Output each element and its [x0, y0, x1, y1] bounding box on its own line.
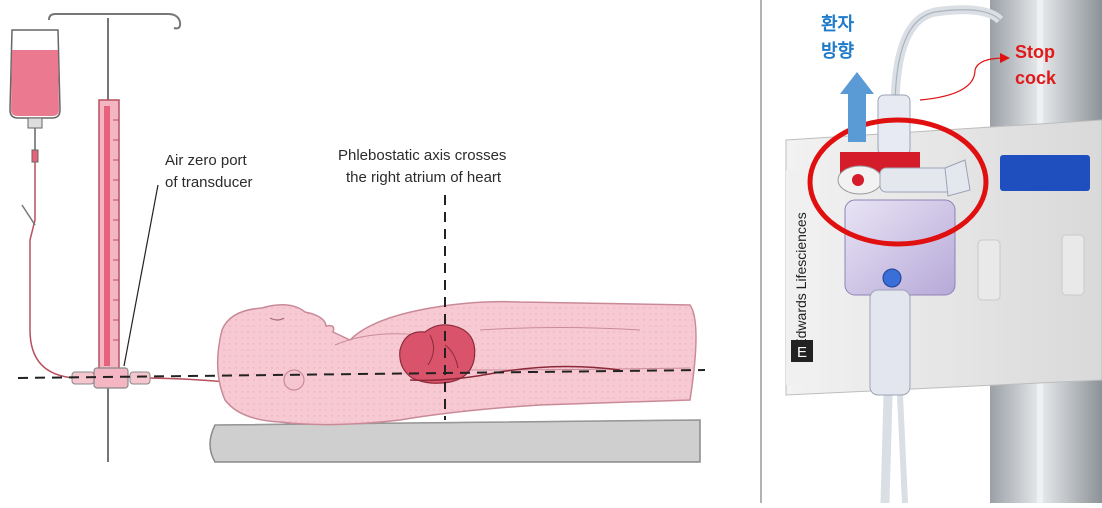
brand-logo-letter: E	[797, 344, 807, 361]
air-zero-label-line1: Air zero port	[165, 152, 248, 169]
air-zero-label-line2: of transducer	[165, 174, 253, 191]
transducer-photo: Edwards Lifesciences E	[762, 0, 1102, 503]
phlebostatic-illustration: Air zero port of transducer Phlebostatic…	[0, 0, 760, 503]
brand-text: Edwards Lifesciences	[793, 212, 809, 347]
stopcock-label-line2: cock	[1015, 68, 1057, 88]
phlebostatic-label-line2: the right atrium of heart	[346, 169, 502, 186]
heart	[400, 325, 475, 384]
patient-direction-label-line1: 환자	[821, 13, 855, 34]
manometer-column	[99, 100, 119, 370]
patient-direction-label-line2: 방향	[821, 41, 855, 61]
blue-clamp	[1000, 155, 1090, 191]
phlebostatic-label-line1: Phlebostatic axis crosses	[338, 147, 506, 164]
stretcher	[210, 420, 700, 462]
stopcock-label-line1: Stop	[1015, 42, 1055, 62]
